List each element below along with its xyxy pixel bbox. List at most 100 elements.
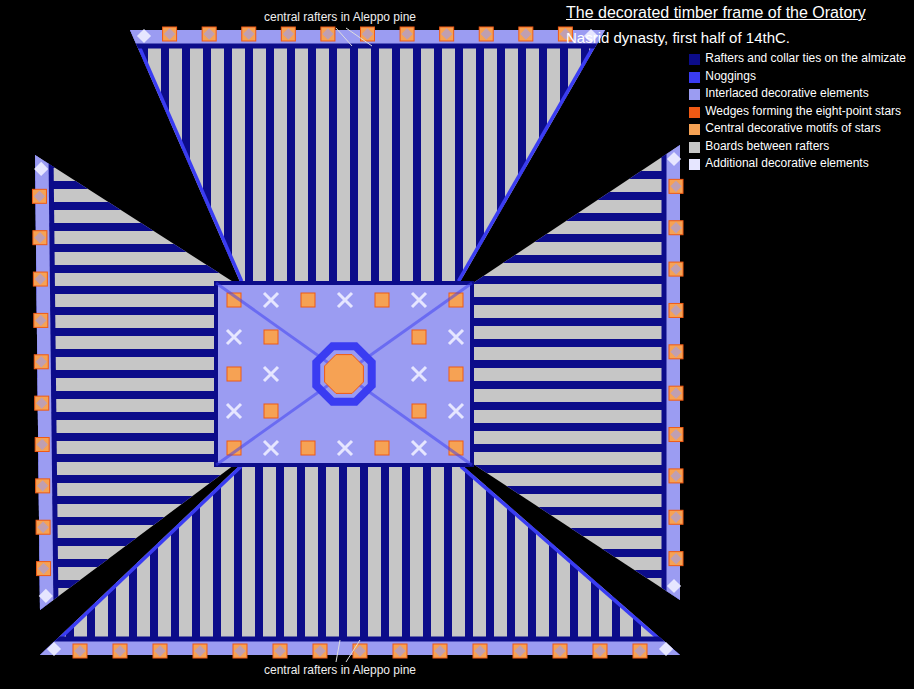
additional-element (34, 162, 48, 176)
legend-swatch (689, 107, 700, 118)
interlace (670, 553, 681, 564)
interlace (594, 645, 605, 656)
interlace (554, 645, 565, 656)
interlace (234, 645, 245, 656)
additional-element (412, 367, 426, 381)
interlace (274, 645, 285, 656)
star-motif (35, 396, 49, 410)
rafter (675, 0, 683, 689)
star-motif (193, 644, 207, 658)
additional-element (227, 330, 241, 344)
star-motif (36, 520, 50, 534)
rafters (45, 0, 683, 689)
interlace (670, 305, 681, 316)
star-motif (32, 189, 46, 203)
star-motif (281, 27, 295, 41)
interlace (35, 315, 46, 326)
interlace (401, 28, 412, 39)
star-motif (669, 262, 683, 276)
rafter (570, 0, 578, 689)
nogging (216, 283, 472, 465)
interlace (34, 191, 45, 202)
star-motif (375, 293, 389, 307)
interlace (243, 28, 254, 39)
interlace (38, 563, 49, 574)
star-motif (35, 438, 49, 452)
collar-tie (130, 44, 605, 49)
title: The decorated timber frame of the Orator… (566, 4, 866, 22)
star-motif (669, 179, 683, 193)
callout-label: central rafters in Aleppo pine (264, 11, 416, 25)
star-motif (479, 27, 493, 41)
interlace (362, 28, 373, 39)
rafter (486, 0, 494, 689)
additional-element (47, 642, 61, 656)
additional-element (338, 293, 352, 307)
hip-rafter (462, 465, 680, 655)
legend-text: Wedges forming the eight-point stars (705, 105, 901, 119)
interlace (520, 28, 531, 39)
interlace (36, 356, 47, 367)
almizate-frame (216, 283, 472, 465)
additional-element (137, 29, 151, 43)
interlace (394, 645, 405, 656)
star-motif (669, 428, 683, 442)
legend-swatch (689, 89, 700, 100)
interlace (114, 645, 125, 656)
interlace (314, 645, 325, 656)
star-motif (353, 644, 367, 658)
rafter (0, 265, 914, 273)
rafter (0, 202, 914, 210)
star-motif (264, 404, 278, 418)
additional-element (227, 404, 241, 418)
interlace (670, 222, 681, 233)
interlace (514, 645, 525, 656)
almizate (216, 283, 472, 465)
callout-label: central rafters in Aleppo pine (264, 664, 416, 678)
rafter (192, 0, 200, 689)
legend-text: Central decorative motifs of stars (705, 122, 880, 136)
rafter (633, 0, 641, 689)
interlace (322, 28, 333, 39)
star-motif (400, 27, 414, 41)
star-motif (553, 644, 567, 658)
interlace (670, 429, 681, 440)
rafter (612, 0, 620, 689)
additional-element (667, 152, 681, 166)
rafter (0, 213, 914, 221)
interlace (34, 232, 45, 243)
star-motif (433, 644, 447, 658)
additional-element (39, 589, 53, 603)
interlace (670, 388, 681, 399)
star-motif (321, 27, 335, 41)
hip-rafter (40, 465, 240, 655)
star-motif (227, 367, 241, 381)
star-motif (412, 404, 426, 418)
star-motif (593, 644, 607, 658)
interlace (194, 645, 205, 656)
nogging (216, 283, 472, 465)
subtitle: Nasrid dynasty, first half of 14thC. (566, 29, 790, 46)
hip-rafter (35, 155, 40, 610)
interlace (634, 645, 645, 656)
rafter (0, 244, 914, 252)
leader-line (346, 640, 360, 662)
legend-swatch (689, 72, 700, 83)
interlace (481, 28, 492, 39)
additional-element (264, 441, 278, 455)
rafter (0, 223, 914, 231)
interlace (37, 480, 48, 491)
interlace (74, 645, 85, 656)
additional-element (264, 367, 278, 381)
star-motif (233, 644, 247, 658)
star-motif (669, 510, 683, 524)
rafter (129, 0, 137, 689)
legend-text: Noggings (705, 70, 756, 84)
star-motif (301, 293, 315, 307)
additional-element (412, 441, 426, 455)
star-motif (519, 27, 533, 41)
star-motif (440, 27, 454, 41)
star-motif (264, 330, 278, 344)
additional-element (449, 330, 463, 344)
